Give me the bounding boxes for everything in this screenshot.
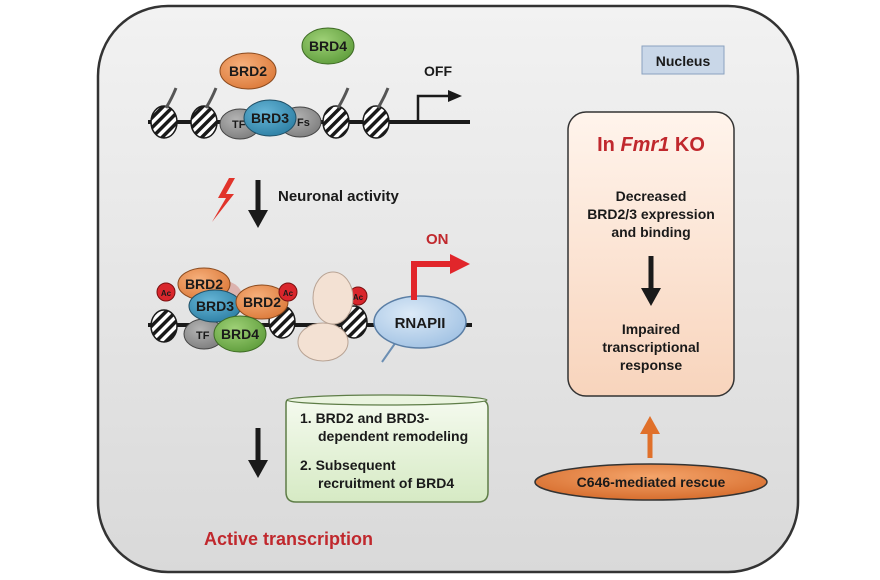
tf-label: TF [232,119,246,131]
brd2-label: BRD2 [243,294,281,310]
brd3-protein [243,99,297,137]
promoter-arrow-icon [416,94,448,122]
nucleosome [322,105,350,139]
brd4-label: BRD4 [221,326,259,342]
rnapii-polymerase [373,295,467,349]
impaired-line1: transcriptional [602,339,699,355]
acetylation-mark [278,282,298,302]
rescue-label: C646-mediated rescue [577,474,726,490]
neuronal-activity-label: Neuronal activity [278,188,400,205]
impaired-label: Impaired [622,321,680,337]
tf-label: TF [196,330,210,342]
step2-line2: recruitment of BRD4 [318,475,454,491]
svg-text:Ac: Ac [161,289,172,298]
fmr1-ko-box: In Fmr1 KO Decreased BRD2/3 expression a… [567,111,735,397]
nucleosome [150,105,178,139]
rnapii-label: RNAPII [395,315,446,332]
c646-rescue-pill: C646-mediated rescue [534,463,768,501]
brd2-label: BRD2 [185,276,223,292]
off-label: OFF [424,63,452,79]
brd4-label: BRD4 [309,38,347,54]
chromatin-off: TF Fs BRD3 BRD2 BRD4 OFF [148,27,470,140]
chromatin-on: TF BRD2 BRD3 BRD2 BRD4 Ac Ac Ac RNAPII O… [148,231,472,363]
brd3-label: BRD3 [251,110,289,126]
steps-box: 1. BRD2 and BRD3- dependent remodeling 2… [285,394,489,503]
brd2-protein [219,52,277,90]
nucleus-label: Nucleus [656,53,711,69]
acetylation-mark [156,282,176,302]
neuronal-activity-step: Neuronal activity [212,178,400,228]
svg-text:Ac: Ac [353,293,364,302]
brd4-protein [301,27,355,65]
down-arrow-icon [248,210,268,228]
decreased-label: Decreased [616,188,687,204]
step1-line1: 1. BRD2 and BRD3- [300,410,429,426]
nucleus-label-box [641,45,725,75]
brd3-label: BRD3 [196,298,234,314]
step1-line2: dependent remodeling [318,428,468,444]
down-arrow-icon [248,460,268,478]
nucleosome [190,105,218,139]
ko-title: In Fmr1 KO [597,134,705,156]
promoter-arrow-on-icon [411,261,450,300]
brd2-label: BRD2 [229,63,267,79]
decreased-line2: and binding [611,224,690,240]
brd4-protein [213,315,267,353]
decreased-line1: BRD2/3 expression [587,206,715,222]
cofactor-protein [312,271,354,325]
step2-line1: 2. Subsequent [300,457,396,473]
cofactor-protein [297,322,349,362]
tf-label: Fs [297,117,310,129]
svg-text:Ac: Ac [283,289,294,298]
active-transcription-label: Active transcription [204,529,373,549]
brd2-protein [235,284,289,320]
nucleosome [150,309,178,343]
up-arrow-icon [640,416,660,434]
down-arrow-icon [641,288,661,306]
impaired-line2: response [620,357,682,373]
on-label: ON [426,231,449,248]
nucleosome [362,105,390,139]
